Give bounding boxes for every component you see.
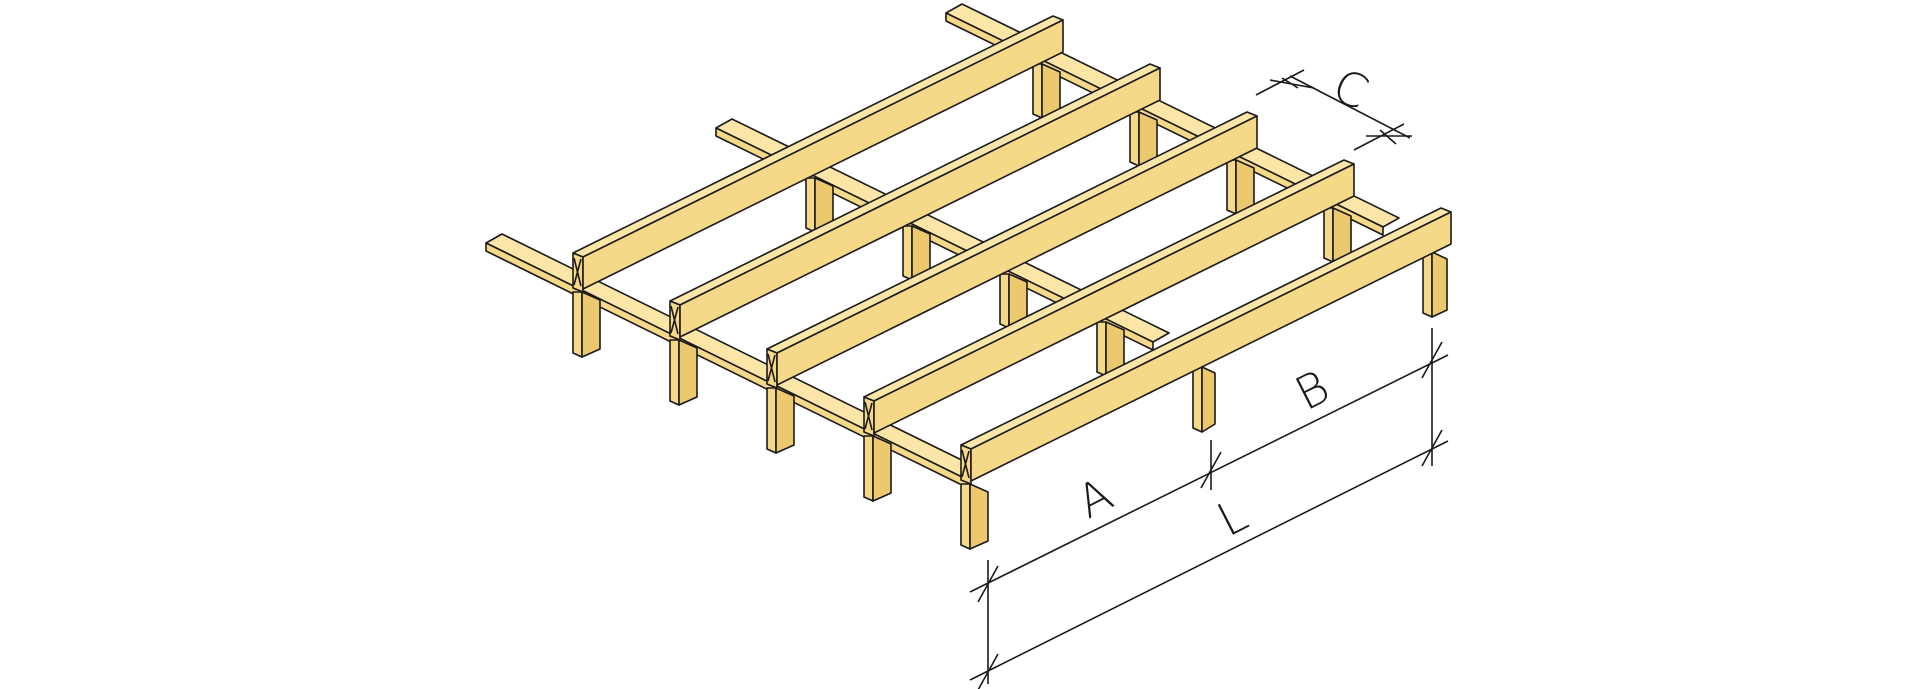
label-b: B	[1286, 359, 1337, 421]
joist-3	[766, 111, 1258, 389]
front-posts	[572, 291, 989, 550]
label-a: A	[1068, 467, 1121, 529]
label-l: L	[1208, 487, 1255, 547]
joist-end-marks	[573, 257, 970, 479]
right-posts	[1192, 251, 1448, 433]
joists	[572, 15, 1452, 485]
dimension-lines	[969, 69, 1449, 689]
back-posts	[805, 63, 1352, 377]
label-c: C	[1325, 58, 1376, 120]
